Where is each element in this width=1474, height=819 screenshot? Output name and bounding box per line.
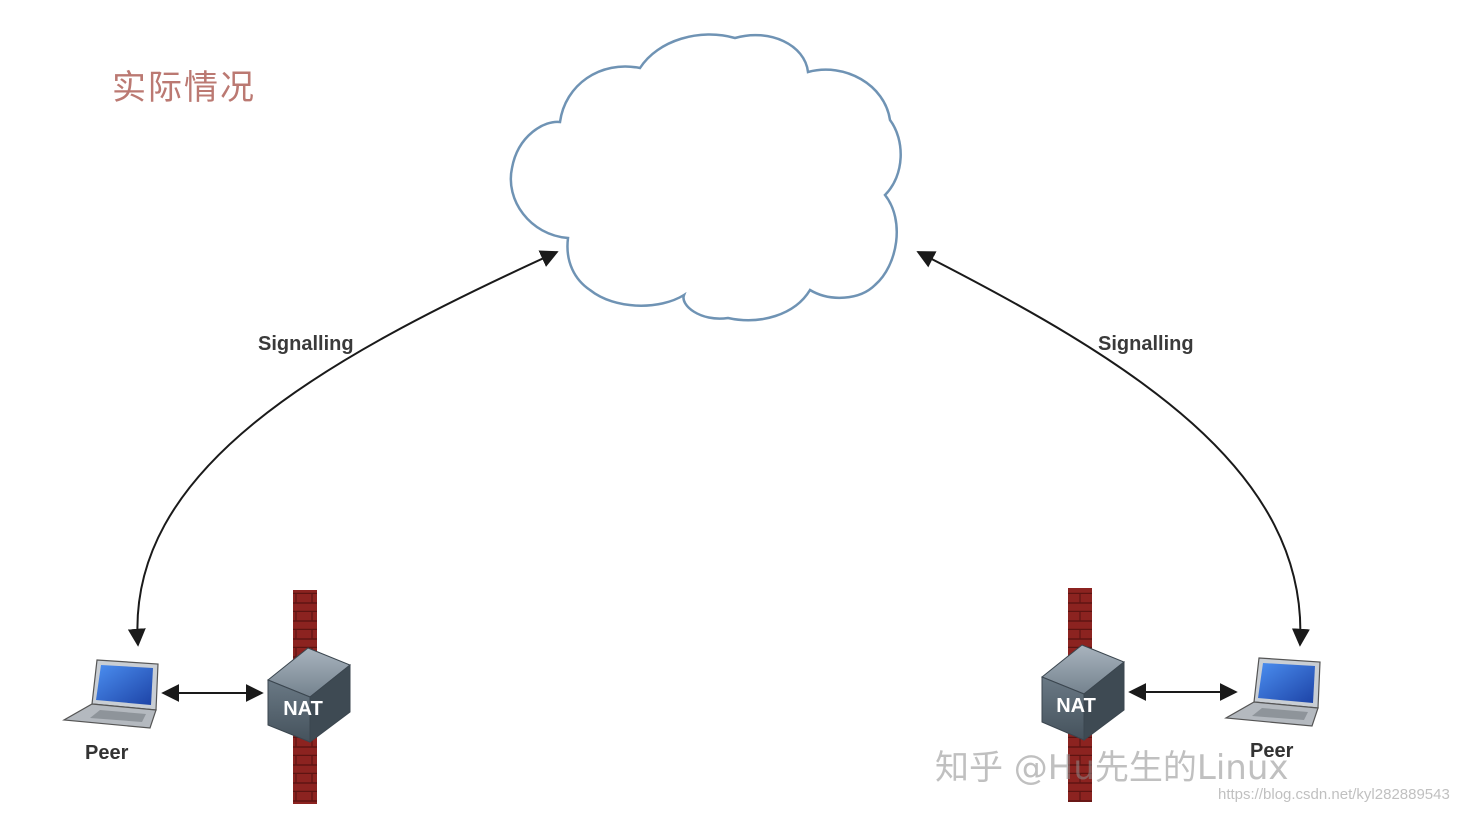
- diagram-title: 实际情况: [112, 68, 256, 108]
- nat-label: NAT: [283, 698, 323, 720]
- watermark-url: https://blog.csdn.net/kyl282889543: [1218, 786, 1450, 803]
- cloud-icon: [509, 33, 902, 322]
- nat-label: NAT: [1056, 695, 1096, 717]
- signalling-label-right: Signalling: [1098, 333, 1194, 355]
- signalling-arrow-right: [916, 251, 1310, 647]
- nat-router-icon: NAT: [1041, 644, 1125, 741]
- peer-label-right: Peer: [1250, 740, 1294, 762]
- signalling-arrow-left: [127, 250, 559, 647]
- laptop-icon: [1224, 657, 1321, 727]
- nat-router-icon: NAT: [267, 647, 351, 743]
- laptop-icon: [62, 659, 159, 729]
- peer-label-left: Peer: [85, 742, 129, 764]
- signalling-label-left: Signalling: [258, 333, 354, 355]
- watermark-text: 知乎 @Hu先生的Linux: [935, 748, 1289, 788]
